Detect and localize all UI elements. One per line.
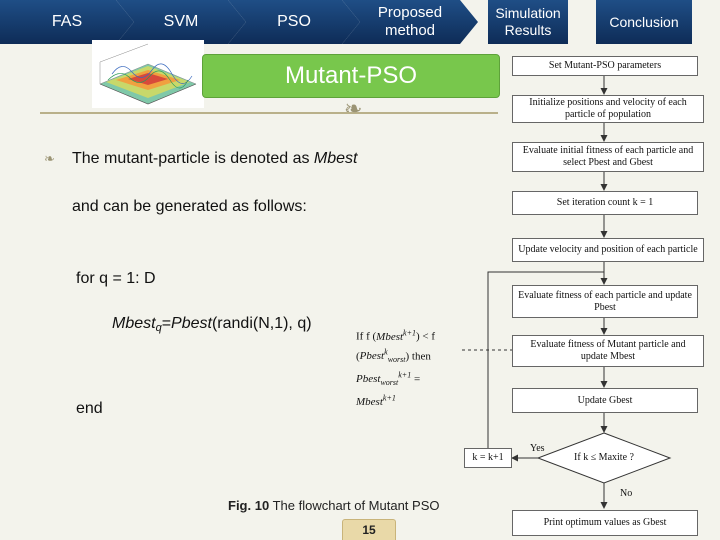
if-var: Mbest xyxy=(356,396,383,408)
if-text-part: ) < f ( xyxy=(356,330,436,363)
nav-tab-simulation-results[interactable]: Simulation Results xyxy=(488,0,568,44)
if-sub: worst xyxy=(380,378,399,388)
if-sup: k xyxy=(384,347,388,357)
if-sup: k+1 xyxy=(398,370,412,380)
page-number: 15 xyxy=(342,519,396,540)
flow-box-update-gbest: Update Gbest xyxy=(512,388,698,413)
bullet-icon: ❧ xyxy=(44,151,55,166)
flow-box-set-iteration: Set iteration count k = 1 xyxy=(512,191,698,215)
if-sup: k+1 xyxy=(382,393,396,403)
flow-box-update-velocity: Update velocity and position of each par… xyxy=(512,238,704,262)
bullet-variable: Mbest xyxy=(313,150,358,167)
flow-box-initialize: Initialize positions and velocity of eac… xyxy=(512,95,704,123)
if-text-part: If f ( xyxy=(356,330,377,343)
nav-tab-label: Proposed method xyxy=(377,4,443,39)
if-sup: k+1 xyxy=(403,328,416,337)
flow-label-no: No xyxy=(620,488,633,499)
section-nav: FAS SVM PSO Proposed method Simulation R… xyxy=(0,0,720,47)
flow-box-evaluate-pbest: Evaluate fitness of each particle and up… xyxy=(512,285,698,318)
title-ornament-icon: ❧ xyxy=(344,96,363,121)
assign-subscript: q xyxy=(155,322,162,334)
if-var: Pbest xyxy=(356,373,381,386)
nav-tab-proposed-method[interactable]: Proposed method xyxy=(342,0,478,44)
nav-tab-conclusion[interactable]: Conclusion xyxy=(596,0,692,44)
nav-tab-pso[interactable]: PSO xyxy=(228,0,360,44)
assign-rhs-args: (randi(N,1), q) xyxy=(211,315,312,332)
loop-end: end xyxy=(76,400,103,417)
if-text-part: = xyxy=(411,373,421,386)
nav-tab-svm[interactable]: SVM xyxy=(116,0,246,44)
flow-decision-maxite: If k ≤ Maxite ? xyxy=(574,452,634,463)
bullet-text: The mutant-particle is denoted as xyxy=(72,150,310,167)
if-var: Pbest xyxy=(359,350,385,363)
nav-tab-label: SVM xyxy=(163,13,199,30)
nav-tab-label: Simulation Results xyxy=(495,5,561,38)
if-text-part: ) then xyxy=(405,350,431,363)
loop-start: for q = 1: D xyxy=(76,270,156,287)
bullet-line: The mutant-particle is denoted as Mbest xyxy=(72,150,358,168)
title-underline xyxy=(40,112,498,114)
flow-box-print-optimum: Print optimum values as Gbest xyxy=(512,510,698,536)
slide-title: Mutant-PSO xyxy=(202,54,500,98)
caption-text: The flowchart of Mutant PSO xyxy=(272,498,440,513)
assignment-line: Mbestq=Pbest(randi(N,1), q) xyxy=(112,315,312,334)
surface-plot-thumbnail xyxy=(92,40,204,108)
flow-box-evaluate-initial: Evaluate initial fitness of each particl… xyxy=(512,142,704,172)
flow-box-increment-k: k = k+1 xyxy=(464,448,512,468)
body-line-2: and can be generated as follows: xyxy=(72,198,307,215)
flow-label-yes: Yes xyxy=(530,443,545,454)
nav-tab-fas[interactable]: FAS xyxy=(0,0,134,44)
if-var: Mbest xyxy=(376,330,404,343)
nav-tab-label: PSO xyxy=(277,13,311,30)
flow-box-evaluate-mutant: Evaluate fitness of Mutant particle and … xyxy=(512,335,704,367)
nav-tab-label: FAS xyxy=(51,13,83,30)
if-condition-note: If f (Mbestk+1) < f (Pbestkworst) then P… xyxy=(356,325,460,408)
flow-box-set-params: Set Mutant-PSO parameters xyxy=(512,56,698,76)
assign-rhs-function: Pbest xyxy=(171,315,212,332)
nav-tab-label: Conclusion xyxy=(609,13,679,30)
assign-lhs: Mbest xyxy=(112,315,156,332)
caption-label: Fig. 10 xyxy=(228,498,270,513)
figure-caption: Fig. 10 The flowchart of Mutant PSO xyxy=(228,498,439,513)
if-sub: worst xyxy=(387,355,406,365)
